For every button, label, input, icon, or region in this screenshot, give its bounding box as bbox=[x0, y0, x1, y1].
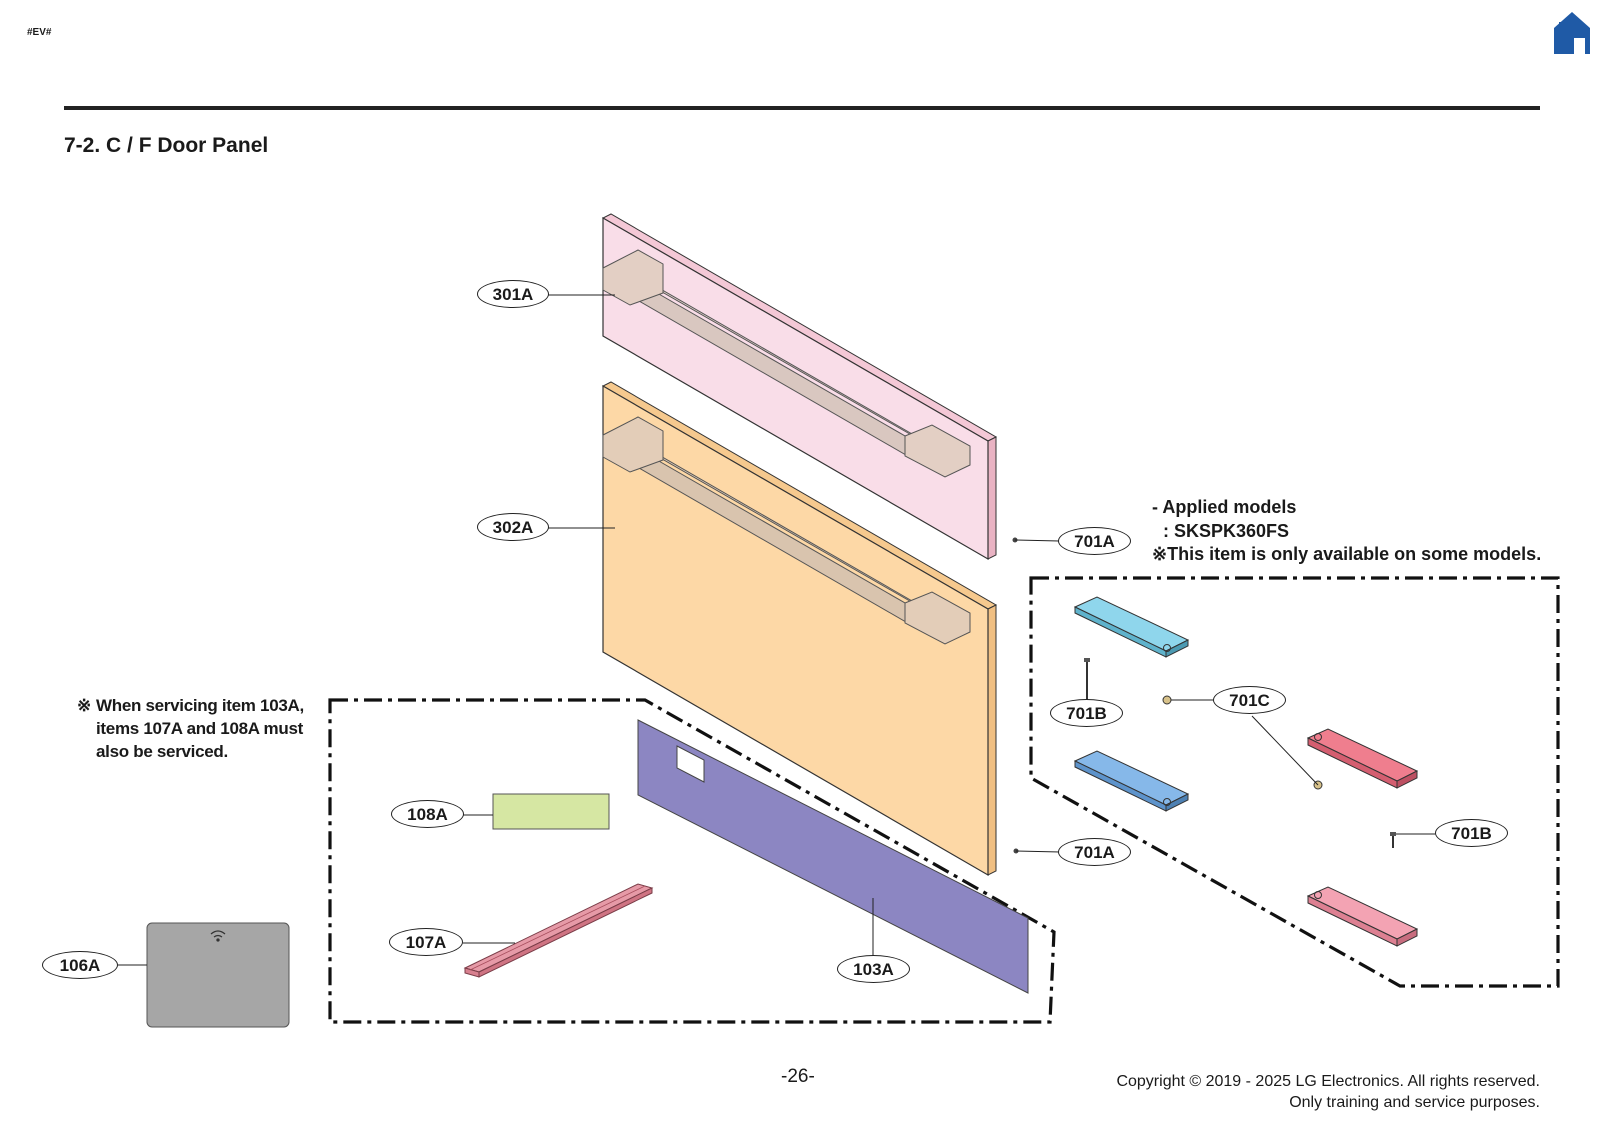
hinge-red-top bbox=[1306, 728, 1419, 789]
header-rule bbox=[64, 106, 1540, 110]
callout-106A: 106A bbox=[42, 951, 118, 979]
screw-701B-right bbox=[1390, 832, 1435, 848]
page-number: -26- bbox=[781, 1066, 815, 1087]
note-mark: ※ bbox=[77, 696, 91, 715]
hinge-blue-top bbox=[1073, 596, 1190, 658]
copyright-line-2: Only training and service purposes. bbox=[1289, 1094, 1540, 1111]
applied-note-line-1: - Applied models bbox=[1152, 497, 1297, 517]
applied-note-line-3: ※This item is only available on some mod… bbox=[1152, 544, 1542, 564]
strip-107A bbox=[463, 883, 654, 978]
section-title: 7-2. C / F Door Panel bbox=[64, 134, 269, 157]
nut-701C bbox=[1162, 695, 1323, 790]
applied-models-note: - Applied models : SKSPK360FS ※This item… bbox=[1152, 496, 1541, 567]
service-note-line-3: also be serviced. bbox=[96, 742, 228, 761]
label-108A bbox=[463, 793, 610, 830]
service-note: ※ When servicing item 103A, items 107A a… bbox=[77, 694, 304, 763]
door-panel-302A bbox=[601, 381, 998, 877]
screw-701A-top bbox=[1012, 537, 1060, 543]
callout-107A: 107A bbox=[389, 928, 463, 956]
callout-302A: 302A bbox=[477, 513, 549, 541]
screw-701A-bottom bbox=[1013, 848, 1061, 854]
hinge-red-bottom bbox=[1306, 886, 1419, 947]
callout-701B-right: 701B bbox=[1435, 819, 1508, 847]
callout-301A: 301A bbox=[477, 280, 549, 308]
callout-108A: 108A bbox=[391, 800, 464, 828]
door-panel-301A bbox=[601, 213, 998, 561]
callout-701C: 701C bbox=[1213, 686, 1286, 714]
screw-701B-left bbox=[1084, 658, 1090, 702]
hinge-blue-bottom bbox=[1073, 750, 1190, 812]
control-panel-103A bbox=[637, 719, 1029, 994]
callout-701A-bottom: 701A bbox=[1058, 838, 1131, 866]
document-marker: #EV# bbox=[27, 27, 52, 38]
callout-701A-top: 701A bbox=[1058, 527, 1131, 555]
callout-701B-left: 701B bbox=[1050, 699, 1123, 727]
applied-note-line-2: : SKSPK360FS bbox=[1163, 520, 1290, 541]
home-icon[interactable] bbox=[1552, 10, 1592, 56]
wifi-module-106A bbox=[118, 922, 290, 1028]
service-note-line-1: When servicing item 103A, bbox=[96, 696, 304, 715]
wifi-icon bbox=[210, 930, 226, 942]
copyright: Copyright © 2019 - 2025 LG Electronics. … bbox=[1116, 1071, 1540, 1113]
service-note-line-2: items 107A and 108A must bbox=[96, 719, 303, 738]
copyright-line-1: Copyright © 2019 - 2025 LG Electronics. … bbox=[1116, 1073, 1540, 1090]
callout-103A: 103A bbox=[837, 955, 910, 983]
